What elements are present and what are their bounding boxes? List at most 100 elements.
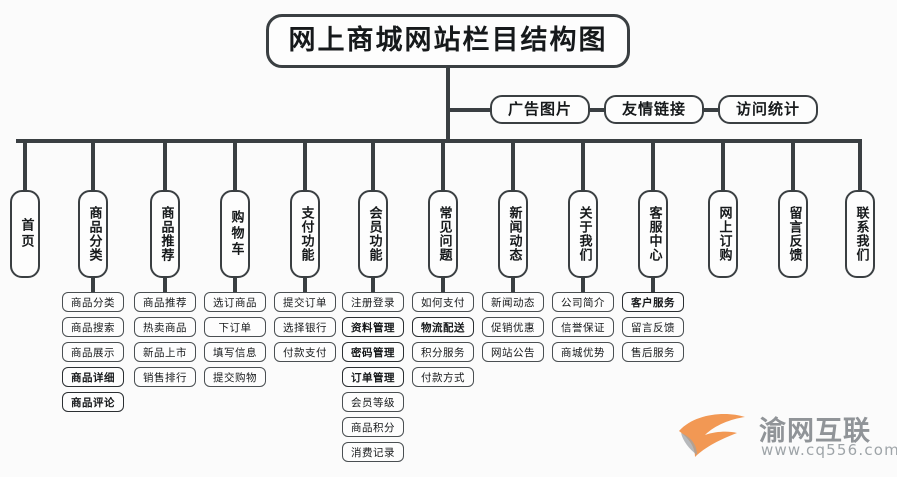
column-stem-line	[233, 139, 237, 194]
leaf-node[interactable]: 选订商品	[204, 292, 266, 312]
leaf-node[interactable]: 物流配送	[412, 317, 474, 337]
column-node-label: 常见问题	[436, 206, 452, 262]
leaf-node[interactable]: 商品评论	[62, 392, 124, 412]
column-stem-line	[581, 139, 585, 194]
leaf-node[interactable]: 商品积分	[342, 417, 404, 437]
column-node-8[interactable]: 新闻动态	[498, 190, 528, 278]
column-child-connector	[163, 276, 167, 293]
leaf-node-label: 注册登录	[351, 296, 395, 309]
leaf-node[interactable]: 付款支付	[274, 342, 336, 362]
leaf-node[interactable]: 注册登录	[342, 292, 404, 312]
leaf-node[interactable]: 促销优惠	[482, 317, 544, 337]
leaf-node[interactable]: 下订单	[204, 317, 266, 337]
leaf-node[interactable]: 商品展示	[62, 342, 124, 362]
leaf-node-label: 提交订单	[283, 296, 327, 309]
column-node-2[interactable]: 商品分类	[78, 190, 108, 278]
column-node-label: 网上订购	[716, 206, 732, 262]
leaf-node[interactable]: 密码管理	[342, 342, 404, 362]
leaf-node[interactable]: 付款方式	[412, 367, 474, 387]
column-node-6[interactable]: 会员功能	[358, 190, 388, 278]
leaf-node-label: 选订商品	[213, 296, 257, 309]
column-node-4[interactable]: 购物车	[220, 190, 250, 278]
column-node-label: 支付功能	[298, 206, 314, 262]
column-node-label: 新闻动态	[506, 206, 522, 262]
column-node-1[interactable]: 首页	[10, 190, 40, 278]
column-node-12[interactable]: 留言反馈	[778, 190, 808, 278]
column-child-connector	[371, 276, 375, 293]
aux-node-ads[interactable]: 广告图片	[490, 95, 590, 124]
leaf-node[interactable]: 商品搜索	[62, 317, 124, 337]
leaf-node-label: 商品分类	[71, 296, 115, 309]
aux-node-links[interactable]: 友情链接	[604, 95, 704, 124]
leaf-node[interactable]: 商城优势	[552, 342, 614, 362]
aux-link-line-1	[588, 108, 606, 112]
column-node-13[interactable]: 联系我们	[845, 190, 875, 278]
leaf-node-label: 商城优势	[561, 346, 605, 359]
leaf-node-label: 商品评论	[71, 396, 115, 409]
leaf-node-label: 商品积分	[351, 421, 395, 434]
leaf-node[interactable]: 网站公告	[482, 342, 544, 362]
column-node-9[interactable]: 关于我们	[568, 190, 598, 278]
column-node-11[interactable]: 网上订购	[708, 190, 738, 278]
leaf-node-label: 热卖商品	[143, 321, 187, 334]
leaf-node[interactable]: 消费记录	[342, 442, 404, 462]
leaf-node[interactable]: 商品推荐	[134, 292, 196, 312]
column-stem-line	[441, 139, 445, 194]
leaf-node-label: 商品推荐	[143, 296, 187, 309]
leaf-node[interactable]: 订单管理	[342, 367, 404, 387]
column-node-5[interactable]: 支付功能	[290, 190, 320, 278]
diagram-title-text: 网上商城网站栏目结构图	[288, 25, 608, 57]
leaf-node[interactable]: 选择银行	[274, 317, 336, 337]
leaf-node[interactable]: 公司简介	[552, 292, 614, 312]
leaf-node[interactable]: 新闻动态	[482, 292, 544, 312]
column-stem-line	[371, 139, 375, 194]
leaf-node-label: 积分服务	[421, 346, 465, 359]
leaf-node[interactable]: 如何支付	[412, 292, 474, 312]
column-child-connector	[303, 276, 307, 293]
leaf-node[interactable]: 资料管理	[342, 317, 404, 337]
column-child-connector	[233, 276, 237, 293]
aux-node-stats[interactable]: 访问统计	[718, 95, 818, 124]
leaf-node-label: 提交购物	[213, 371, 257, 384]
leaf-node[interactable]: 填写信息	[204, 342, 266, 362]
swoosh-bird-icon	[679, 413, 745, 457]
aux-node-label: 友情链接	[621, 99, 686, 118]
leaf-node[interactable]: 销售排行	[134, 367, 196, 387]
leaf-node-label: 客户服务	[631, 296, 675, 309]
leaf-node-label: 如何支付	[421, 296, 465, 309]
leaf-node[interactable]: 提交订单	[274, 292, 336, 312]
leaf-node-label: 密码管理	[351, 346, 395, 359]
leaf-node[interactable]: 留言反馈	[622, 317, 684, 337]
title-stem-line	[446, 68, 450, 142]
leaf-node-label: 信誉保证	[561, 321, 605, 334]
leaf-node[interactable]: 信誉保证	[552, 317, 614, 337]
watermark-url: www.cq556.com	[761, 441, 897, 459]
column-node-3[interactable]: 商品推荐	[150, 190, 180, 278]
leaf-node[interactable]: 提交购物	[204, 367, 266, 387]
column-stem-line	[23, 139, 27, 194]
column-stem-line	[858, 139, 862, 194]
leaf-node-label: 填写信息	[213, 346, 257, 359]
leaf-node[interactable]: 会员等级	[342, 392, 404, 412]
column-stem-line	[163, 139, 167, 194]
leaf-node-label: 新品上市	[143, 346, 187, 359]
column-node-10[interactable]: 客服中心	[638, 190, 668, 278]
column-node-label: 关于我们	[576, 206, 592, 262]
leaf-node[interactable]: 积分服务	[412, 342, 474, 362]
leaf-node-label: 网站公告	[491, 346, 535, 359]
leaf-node[interactable]: 售后服务	[622, 342, 684, 362]
leaf-node-label: 促销优惠	[491, 321, 535, 334]
column-node-label: 首页	[18, 218, 34, 250]
column-stem-line	[303, 139, 307, 194]
column-child-connector	[651, 276, 655, 293]
leaf-node[interactable]: 商品分类	[62, 292, 124, 312]
diagram-title-node: 网上商城网站栏目结构图	[266, 14, 630, 68]
leaf-node-label: 商品详细	[71, 371, 115, 384]
column-node-7[interactable]: 常见问题	[428, 190, 458, 278]
leaf-node[interactable]: 商品详细	[62, 367, 124, 387]
leaf-node[interactable]: 新品上市	[134, 342, 196, 362]
leaf-node[interactable]: 热卖商品	[134, 317, 196, 337]
leaf-node-label: 消费记录	[351, 446, 395, 459]
leaf-node[interactable]: 客户服务	[622, 292, 684, 312]
